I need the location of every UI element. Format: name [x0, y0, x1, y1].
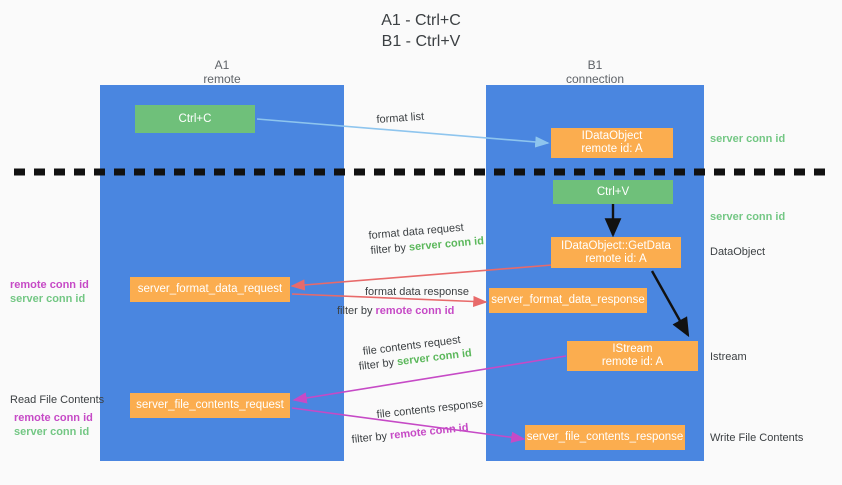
edge-label-fcres-filter-value: remote conn id — [389, 421, 470, 442]
annotation-left-conn-ids-2: remote conn id server conn id — [14, 411, 93, 439]
annotation-istream: Istream — [710, 350, 747, 364]
annotation-dataobject: DataObject — [710, 245, 765, 259]
annotation-left-remote-conn-id-2: remote conn id — [14, 412, 93, 424]
node-server-file-contents-request[interactable]: server_file_contents_request — [130, 393, 290, 418]
annotation-dataobject-text: DataObject — [710, 246, 766, 258]
annotation-left-read-file-contents: Read File Contents — [10, 393, 104, 407]
annotation-istream-text: Istream — [710, 351, 747, 363]
annotation-write-file-contents-text: Write File Contents — [710, 432, 804, 444]
node-server-format-data-response-label: server_format_data_response — [491, 294, 645, 306]
edge-label-fdreq-filter-prefix: filter by — [370, 241, 410, 257]
node-idataobject[interactable]: IDataObject remote id: A — [551, 128, 673, 158]
column-header-b1: B1 connection — [486, 58, 704, 86]
node-getdata[interactable]: IDataObject::GetData remote id: A — [551, 237, 681, 268]
edge-label-format-data-response: format data response — [365, 285, 469, 300]
node-server-format-data-request[interactable]: server_format_data_request — [130, 277, 290, 302]
edge-label-file-contents-response: file contents response — [376, 397, 484, 423]
edge-label-fcres-filter-prefix: filter by — [351, 429, 391, 446]
node-server-file-contents-response-label: server_file_contents_response — [526, 431, 684, 443]
edge-label-file-contents-response-text: file contents response — [376, 397, 484, 421]
edge-label-fdres-filter-value: remote conn id — [375, 305, 455, 317]
title-line-1: A1 - Ctrl+C — [381, 12, 461, 29]
annotation-server-conn-id-mid: server conn id — [710, 210, 785, 224]
column-header-a1: A1 remote — [100, 58, 344, 86]
edge-label-format-list-text: format list — [376, 110, 425, 126]
annotation-left-conn-ids-1: remote conn id server conn id — [10, 278, 89, 306]
node-idataobject-label: IDataObject — [581, 130, 643, 142]
annotation-write-file-contents: Write File Contents — [710, 431, 803, 445]
column-a1-name: A1 — [214, 58, 230, 72]
annotation-server-conn-id-top-text: server conn id — [710, 133, 786, 145]
node-ctrl-v[interactable]: Ctrl+V — [553, 180, 673, 204]
column-a1-role: remote — [203, 72, 241, 86]
annotation-server-conn-id-mid-text: server conn id — [710, 211, 786, 223]
annotation-left-server-conn-id-1: server conn id — [10, 293, 86, 305]
node-server-format-data-request-label: server_format_data_request — [137, 283, 283, 295]
diagram-title: A1 - Ctrl+C B1 - Ctrl+V — [0, 10, 842, 52]
node-server-format-data-response[interactable]: server_format_data_response — [489, 288, 647, 313]
edge-label-fcreq-filter-prefix: filter by — [358, 356, 398, 373]
edge-label-file-contents-response-filter: filter by remote conn id — [351, 421, 469, 448]
column-b1-role: connection — [565, 72, 625, 86]
annotation-left-remote-conn-id-1: remote conn id — [10, 279, 89, 291]
node-server-file-contents-response[interactable]: server_file_contents_response — [525, 425, 685, 450]
edge-label-format-list: format list — [376, 110, 425, 128]
edge-label-fdres-filter-prefix: filter by — [337, 305, 376, 317]
edge-label-format-data-response-text: format data response — [365, 286, 469, 298]
node-getdata-sub: remote id: A — [585, 252, 647, 265]
node-istream-label: IStream — [612, 343, 653, 355]
annotation-left-server-conn-id-2: server conn id — [14, 426, 90, 438]
node-server-file-contents-request-label: server_file_contents_request — [136, 399, 284, 411]
node-getdata-label: IDataObject::GetData — [561, 239, 671, 252]
annotation-server-conn-id-top: server conn id — [710, 132, 785, 146]
annotation-read-file-contents-text: Read File Contents — [10, 394, 105, 406]
edge-label-format-data-response-filter: filter by remote conn id — [337, 304, 454, 319]
node-istream-sub: remote id: A — [601, 356, 664, 368]
node-ctrl-c[interactable]: Ctrl+C — [135, 105, 255, 133]
node-istream[interactable]: IStream remote id: A — [567, 341, 698, 371]
column-b1-name: B1 — [587, 58, 603, 72]
node-ctrl-c-label: Ctrl+C — [178, 112, 212, 125]
node-idataobject-sub: remote id: A — [581, 143, 643, 155]
node-ctrl-v-label: Ctrl+V — [596, 185, 630, 198]
title-line-2: B1 - Ctrl+V — [381, 33, 461, 50]
